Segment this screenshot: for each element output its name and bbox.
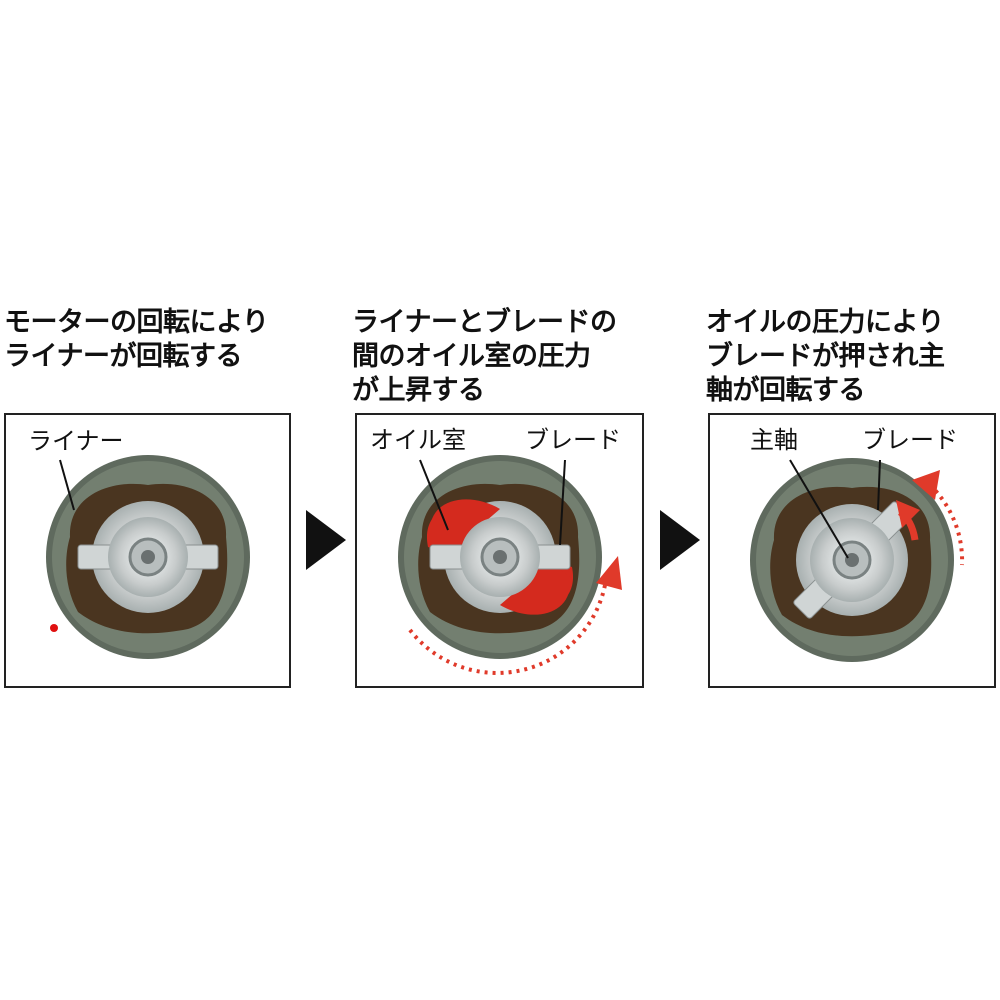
step2-heading: ライナーとブレードの 間のオイル室の圧力 が上昇する <box>352 306 617 408</box>
next-arrow-icon <box>660 510 700 570</box>
rotation-arrow <box>928 483 965 566</box>
leader-line <box>877 459 881 511</box>
leader-line <box>559 459 566 546</box>
leader-line <box>59 459 75 511</box>
heading-line: 間のオイル室の圧力 <box>352 341 591 372</box>
heading-line: オイルの圧力により <box>706 307 944 338</box>
heading-line: モーターの回転により <box>4 307 269 338</box>
label-blade: ブレード <box>525 426 621 454</box>
pump-rotor <box>44 453 252 661</box>
label-blade: ブレード <box>862 426 958 454</box>
rotation-arrowhead-icon <box>596 556 622 590</box>
heading-line: ブレードが押され主 <box>706 341 945 372</box>
label-oil-chamber: オイル室 <box>370 426 466 454</box>
pump-rotor <box>396 453 604 661</box>
push-arrowhead-icon <box>896 500 920 528</box>
heading-line: ライナーが回転する <box>4 341 242 372</box>
next-arrow-icon <box>306 510 346 570</box>
rotation-marker-dot <box>50 624 58 632</box>
label-liner: ライナー <box>28 427 124 455</box>
step1-heading: モーターの回転により ライナーが回転する <box>4 306 269 374</box>
heading-line: ライナーとブレードの <box>352 307 617 338</box>
step3-heading: オイルの圧力により ブレードが押され主 軸が回転する <box>706 306 945 408</box>
leader-line <box>789 459 849 559</box>
heading-line: が上昇する <box>352 375 485 406</box>
label-main-shaft: 主軸 <box>750 426 798 454</box>
heading-line: 軸が回転する <box>706 375 865 406</box>
rotation-arrowhead-icon <box>912 470 940 500</box>
leader-line <box>419 459 449 531</box>
